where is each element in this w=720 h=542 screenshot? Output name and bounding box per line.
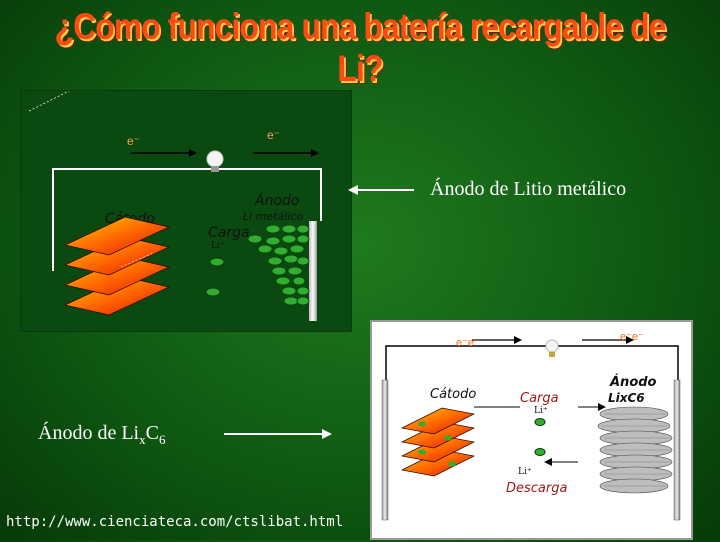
process-label: Carga <box>208 225 250 241</box>
discharge-label: Descarga <box>506 481 567 496</box>
anode-material-label: Li metálico <box>243 210 303 223</box>
anode-label: Ánodo <box>254 192 299 209</box>
cathode-label: Cátodo <box>430 387 476 402</box>
ion-ball <box>534 448 546 456</box>
label-lixc6-sub-6: 6 <box>158 432 166 447</box>
label-lixc6: Ánodo de LixC6 <box>38 422 165 448</box>
pointer-arrow-bottom <box>224 429 332 439</box>
diagram-top-svg: e⁻ e⁻ Ánodo Li metálico Cátodo Carga Li⁺ <box>28 90 322 321</box>
source-url[interactable]: http://www.cienciateca.com/ctslibat.html <box>6 514 344 530</box>
anode-electrode <box>309 221 317 321</box>
ion-ball <box>534 418 546 426</box>
circuit-wire <box>385 345 679 380</box>
label-lixc6-prefix: Ánodo de Li <box>38 422 140 444</box>
cathode-electrode <box>381 379 389 521</box>
dotted-line <box>28 90 70 112</box>
electron-label-left: e⁻e⁻ <box>456 337 480 349</box>
pointer-arrow-top <box>348 185 414 195</box>
label-litio-metalico: Ánodo de Litio metálico <box>430 178 627 200</box>
lightbulb-icon <box>206 150 224 172</box>
page-title: ¿Cómo funciona una batería recargable de… <box>54 6 666 89</box>
diagram-lixc6: e⁻e⁻ e⁻e⁻ Cátodo Carga Li⁺ Ánodo LixC6 <box>370 320 693 540</box>
cathode-layers <box>63 216 171 316</box>
anode-label: Ánodo <box>609 374 657 390</box>
anode-electrode <box>673 379 681 521</box>
ion-ball <box>205 287 221 297</box>
label-lixc6-sub-x: x <box>139 432 146 447</box>
ion-label: Li⁺ <box>211 241 225 251</box>
lithium-deposit <box>247 224 310 306</box>
charge-ion-label: Li⁺ <box>534 406 548 416</box>
charge-label: Carga <box>520 391 559 406</box>
electron-label-left: e⁻ <box>127 134 140 148</box>
diagram-bottom-svg: e⁻e⁻ e⁻e⁻ Cátodo Carga Li⁺ Ánodo LixC6 <box>381 331 681 521</box>
circuit-wire <box>52 168 322 271</box>
label-lixc6-c: C <box>145 422 159 444</box>
electron-label-right: e⁻e⁻ <box>620 331 644 343</box>
cathode-layers <box>400 407 476 477</box>
ion-ball <box>209 257 225 267</box>
diagram-lithium-metal: e⁻ e⁻ Ánodo Li metálico Cátodo Carga Li⁺ <box>20 90 352 332</box>
electron-label-right: e⁻ <box>267 128 280 142</box>
anode-material-label: LixC6 <box>608 391 645 405</box>
discharge-ion-label: Li⁺ <box>518 467 532 477</box>
lightbulb-icon <box>545 339 559 357</box>
